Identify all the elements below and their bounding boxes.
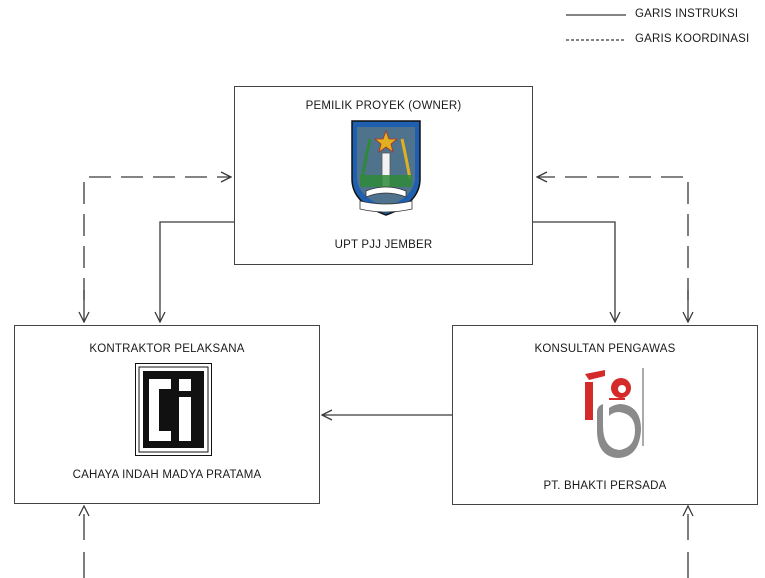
bhakti-persada-logo-icon	[575, 366, 645, 466]
instruction-line-owner-contractor	[160, 221, 234, 322]
contractor-heading: KONTRAKTOR PELAKSANA	[89, 343, 245, 355]
consultant-heading: KONSULTAN PENGAWAS	[534, 343, 676, 355]
consultant-name: PT. BHAKTI PERSADA	[543, 480, 667, 492]
contractor-name: CAHAYA INDAH MADYA PRATAMA	[72, 469, 262, 481]
owner-box: PEMILIK PROYEK (OWNER) UPT PJJ JEMBER	[234, 86, 533, 265]
legend-solid-label: GARIS INSTRUKSI	[635, 8, 739, 20]
legend-dashed-label: GARIS KOORDINASI	[635, 33, 750, 45]
ci-logo-icon	[135, 363, 212, 456]
contractor-box: KONTRAKTOR PELAKSANA CAHAYA INDAH MADYA …	[14, 325, 320, 504]
instruction-line-owner-consultant	[533, 221, 615, 322]
consultant-box: KONSULTAN PENGAWAS PT. BHAKTI PERSADA	[452, 325, 758, 505]
east-java-emblem-icon	[348, 117, 424, 217]
coordination-line-left-up	[83, 177, 231, 300]
owner-heading: PEMILIK PROYEK (OWNER)	[305, 100, 462, 112]
coordination-line-right-up	[537, 177, 689, 300]
owner-name: UPT PJJ JEMBER	[334, 239, 433, 251]
